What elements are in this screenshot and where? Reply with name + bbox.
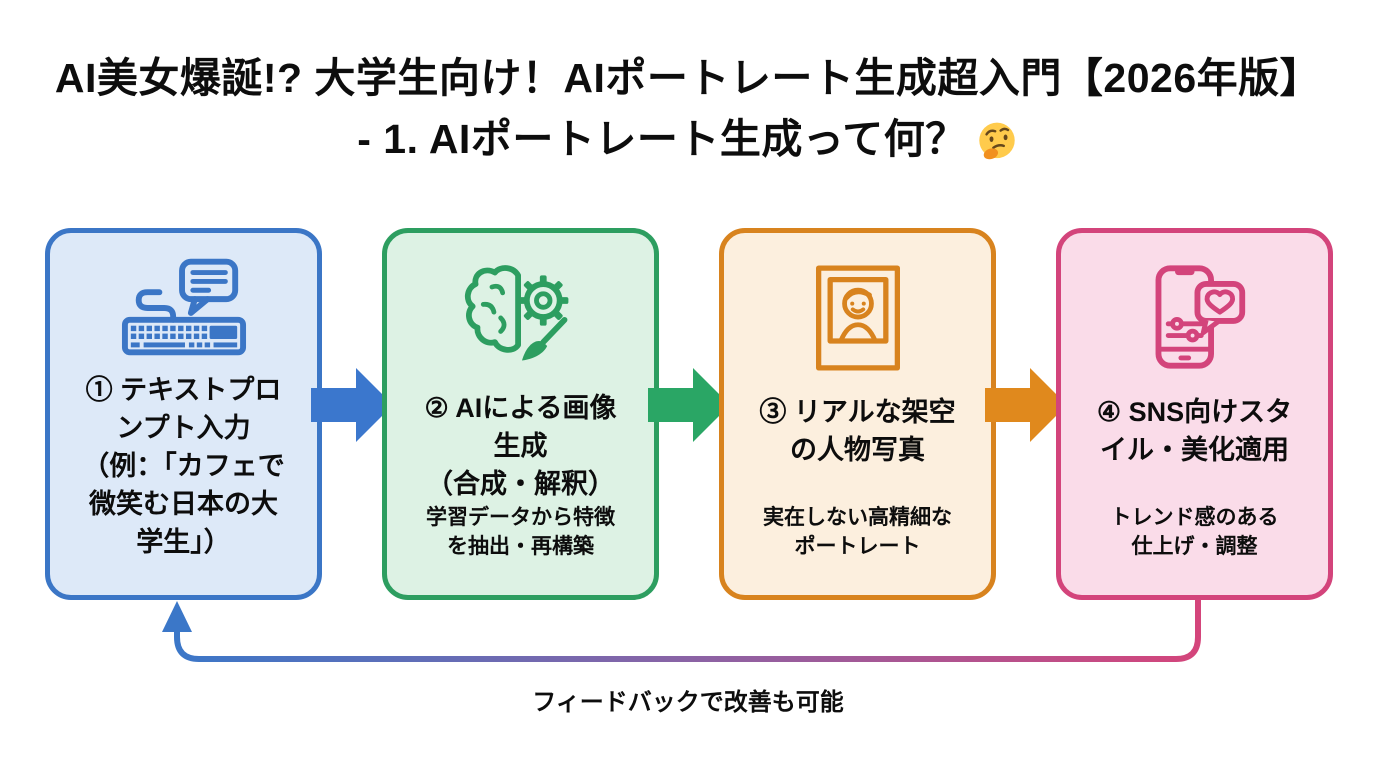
step-card-3: ③ リアルな架空 の人物写真 実在しない高精細な ポートレート [719, 228, 996, 600]
flow-arrow-3 [985, 228, 1067, 600]
step-card-2: ② AIによる画像 生成 （合成・解釈） 学習データから特徴 を抽出・再構築 [382, 228, 659, 600]
page-title-line-1: AI美女爆誕!? 大学生向け！AIポートレート生成超入門【2026年版】 [54, 55, 1322, 101]
step-3-note: 実在しない高精細な ポートレート [763, 506, 952, 558]
step-card-1: ① テキストプロ ンプト入力 （例：「カフェで 微笑む日本の大 学生」） [45, 228, 322, 600]
step-2-note: 学習データから特徴 を抽出・再構築 [426, 506, 615, 558]
keyboard-chat-icon [120, 255, 248, 359]
feedback-loop-arrow [162, 599, 1201, 662]
step-card-4: ④ SNS向けスタ イル・美化適用 トレンド感のある 仕上げ・調整 [1056, 228, 1333, 600]
smartphone-likes-icon [1139, 255, 1251, 381]
step-3-heading: ③ リアルな架空 の人物写真 [759, 397, 956, 465]
thinking-face-emoji [979, 122, 1015, 160]
page-title-line-2: - 1. AIポートレート生成って何？ [0, 109, 1376, 170]
page-title-line-2-text: - 1. AIポートレート生成って何？ [357, 116, 967, 162]
flow-arrow-2 [648, 228, 730, 600]
flow-arrow-1 [311, 228, 393, 600]
portrait-photo-icon [810, 255, 906, 381]
step-4-note: トレンド感のある 仕上げ・調整 [1110, 506, 1279, 558]
step-2-heading: ② AIによる画像 生成 （合成・解釈） [424, 393, 617, 499]
step-4-heading: ④ SNS向けスタ イル・美化適用 [1096, 397, 1293, 465]
brain-gear-brush-icon [462, 255, 580, 377]
feedback-label: フィードバックで改善も可能 [532, 689, 844, 716]
page-title: AI美女爆誕!? 大学生向け！AIポートレート生成超入門【2026年版】 - 1… [0, 48, 1376, 170]
flow-row: ① テキストプロ ンプト入力 （例：「カフェで 微笑む日本の大 学生」） [45, 228, 1333, 600]
step-1-heading: ① テキストプロ ンプト入力 （例：「カフェで 微笑む日本の大 学生」） [82, 375, 285, 557]
